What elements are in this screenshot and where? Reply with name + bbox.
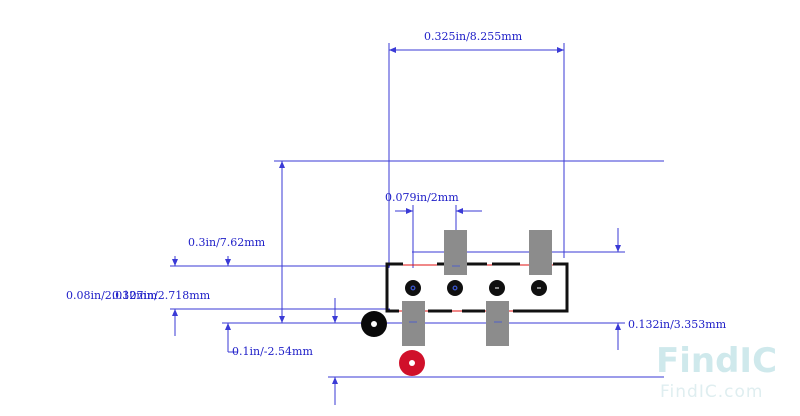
silkscreen-outline xyxy=(385,262,569,313)
mounting-holes xyxy=(361,311,425,376)
dim-pin-offset-label: 0.1in/-2.54mm xyxy=(232,345,313,358)
dim-width-top-label: 0.325in/8.255mm xyxy=(424,30,523,43)
dim-right-height-label: 0.132in/3.353mm xyxy=(628,318,727,331)
pads xyxy=(402,230,552,346)
dimension-lines xyxy=(170,43,664,405)
vias xyxy=(405,280,547,296)
pad-top-right xyxy=(529,230,552,275)
watermark: FindIC FindIC.com xyxy=(656,341,777,402)
pad-top-left xyxy=(444,230,467,275)
dim-body-height-label: 0.08in/2.032mm xyxy=(66,289,158,302)
pad-bottom-right xyxy=(486,301,509,346)
dim-body-height-overlap-label: 0.107in/2.718mm xyxy=(112,289,211,302)
dimension-labels: 0.325in/8.255mm 0.079in/2mm 0.3in/7.62mm… xyxy=(66,30,727,358)
pad-bottom-left xyxy=(402,301,425,346)
watermark-logo: FindIC xyxy=(656,341,777,381)
dim-pitch-label: 0.079in/2mm xyxy=(385,191,459,204)
dim-pad-offset-label: 0.3in/7.62mm xyxy=(188,236,266,249)
watermark-url: FindIC.com xyxy=(660,382,763,402)
